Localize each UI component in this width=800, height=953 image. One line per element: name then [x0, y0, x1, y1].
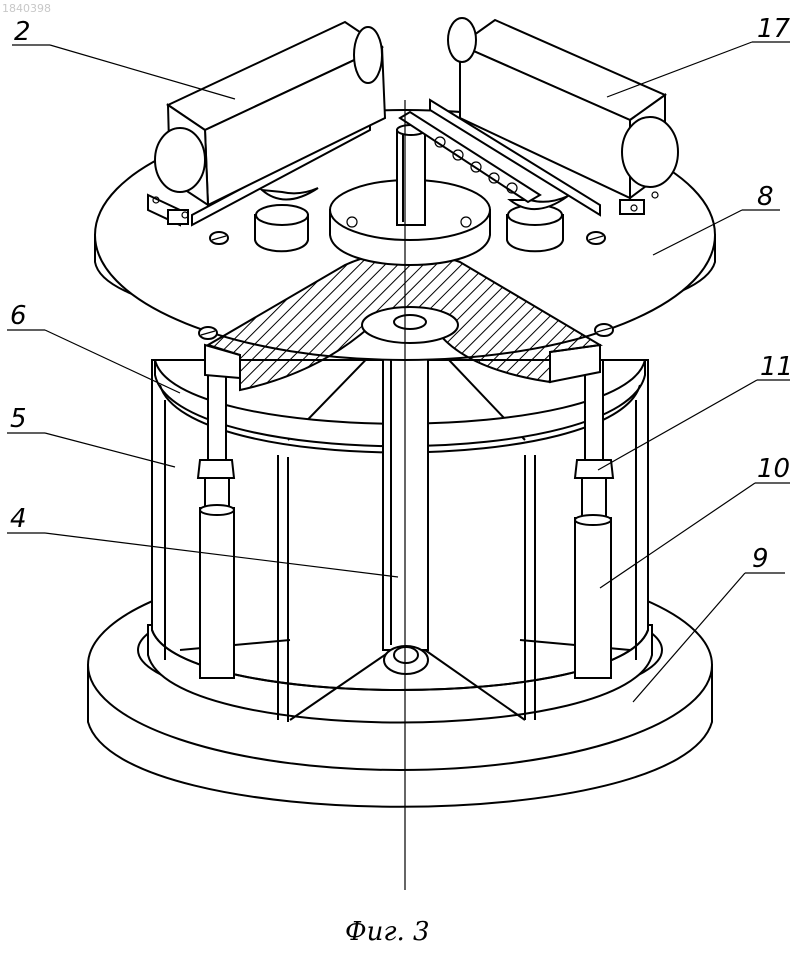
figure-caption: Фиг. 3 [345, 917, 430, 947]
document-number: 1840398 [2, 2, 51, 15]
reference-label: 4 [10, 504, 27, 534]
reference-label: 10 [757, 454, 790, 484]
reference-label: 5 [10, 404, 27, 434]
reference-label: 11 [760, 352, 793, 382]
reference-label: 9 [752, 544, 769, 574]
reference-label: 2 [14, 17, 31, 47]
reference-label: 6 [10, 301, 27, 331]
reference-label: 8 [757, 182, 774, 212]
reference-label: 17 [757, 14, 791, 44]
